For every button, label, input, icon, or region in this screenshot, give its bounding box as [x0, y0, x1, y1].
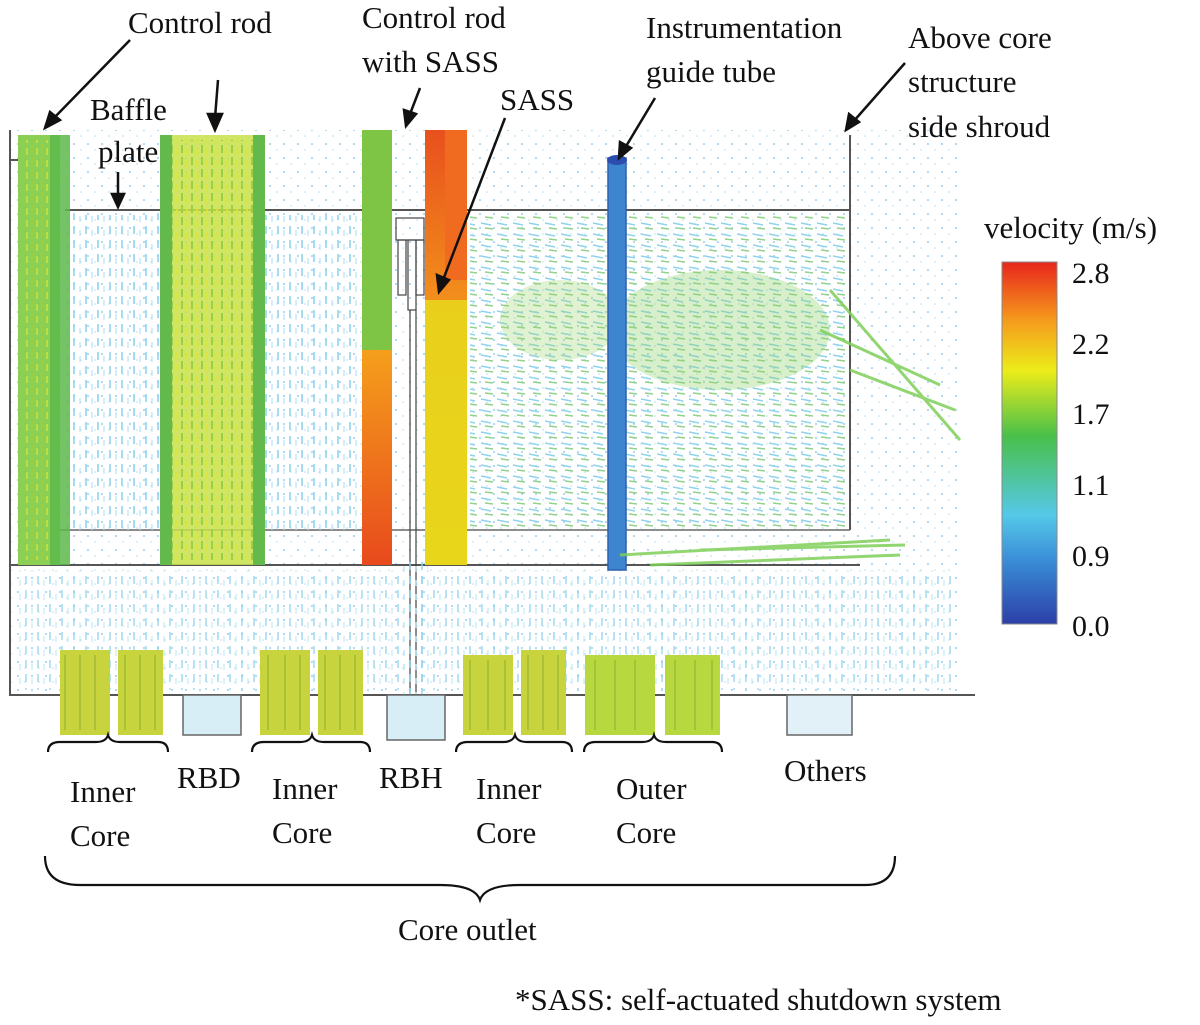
region-field-a — [65, 215, 160, 530]
region-field-d — [625, 215, 845, 530]
colorbar-tick-2: 1.7 — [1072, 398, 1110, 431]
colorbar-tick-3: 1.1 — [1072, 469, 1110, 502]
arrow-control-rod-rbd — [213, 79, 220, 119]
label-above-core-2: structure — [908, 64, 1016, 99]
label-above-core-1: Above core — [908, 20, 1052, 55]
arrow-control-rod-left — [51, 39, 131, 121]
colorbar-gradient-bar — [1001, 261, 1058, 625]
outlet-jets — [619, 289, 962, 567]
region-brackets — [43, 731, 897, 904]
instrumentation-tube — [607, 157, 627, 571]
label-control-rod-sass-2: with SASS — [362, 44, 499, 79]
region-inner-core-2-line1: Inner — [272, 771, 338, 806]
region-inner-core-1-line1: Inner — [70, 774, 136, 809]
assembly-outer-b — [665, 655, 720, 735]
callout-arrows — [42, 39, 906, 296]
label-baffle-1: Baffle — [90, 92, 167, 127]
arrow-instrumentation — [623, 97, 657, 149]
bracket-inner-core-1 — [46, 731, 170, 753]
region-others: Others — [784, 753, 867, 788]
label-baffle-2: plate — [98, 134, 158, 169]
footnote: *SASS: self-actuated shutdown system — [515, 982, 1002, 1017]
bracket-inner-core-2 — [250, 731, 372, 753]
control-rod-left-2 — [50, 135, 70, 565]
colorbar-tick-4: 0.9 — [1072, 540, 1110, 573]
colorbar-tick-0: 2.8 — [1072, 257, 1110, 290]
region-inner-core-1-line2: Core — [70, 818, 130, 853]
region-inner-core-3-line2: Core — [476, 815, 536, 850]
assembly-rbh — [386, 694, 446, 741]
assembly-inner-1a — [60, 650, 110, 735]
region-rbh: RBH — [379, 760, 443, 795]
bracket-core-outlet — [43, 855, 897, 904]
label-above-core-3: side shroud — [908, 109, 1051, 144]
bracket-outer-core — [582, 731, 724, 753]
label-control-rod-sass-1: Control rod — [362, 0, 506, 35]
green-patch — [610, 270, 830, 390]
arrow-sass — [441, 117, 507, 281]
region-inner-core-3-line1: Inner — [476, 771, 542, 806]
green-patch-2 — [500, 280, 620, 360]
label-sass: SASS — [500, 82, 574, 117]
core-outlet-label: Core outlet — [398, 912, 537, 947]
region-field-b — [265, 215, 360, 530]
assembly-others — [786, 694, 853, 736]
region-inner-core-2-line2: Core — [272, 815, 332, 850]
region-field-c — [470, 215, 610, 530]
arrow-control-rod-sass — [408, 87, 422, 115]
region-rbd: RBD — [177, 760, 241, 795]
assembly-rbd — [182, 694, 242, 736]
flow-field — [9, 130, 975, 741]
label-control-rod-left: Control rod — [128, 5, 272, 40]
colorbar-tick-1: 2.2 — [1072, 328, 1110, 361]
region-outer-core-line2: Core — [616, 815, 676, 850]
assembly-outer-a — [585, 655, 655, 735]
region-outer-core-line1: Outer — [616, 771, 687, 806]
label-instrumentation-1: Instrumentation — [646, 10, 843, 45]
colorbar-title: velocity (m/s) — [984, 210, 1157, 245]
colorbar-tick-5: 0.0 — [1072, 610, 1110, 643]
bracket-inner-core-3 — [454, 731, 574, 753]
colorbar: velocity (m/s) 2.8 2.2 1.7 1.1 0.9 0.0 — [984, 210, 1157, 643]
label-instrumentation-2: guide tube — [646, 54, 776, 89]
arrow-above-core — [852, 62, 906, 123]
